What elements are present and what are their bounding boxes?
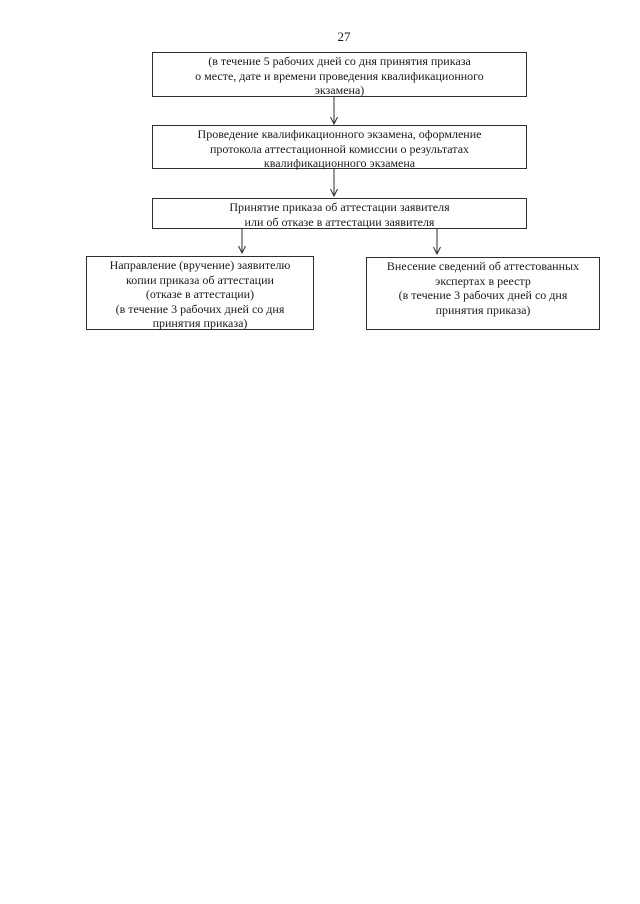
flow-box-attestation-order: Принятие приказа об аттестации заявителя… [152, 198, 527, 229]
flow-box-order-copy-delivery: Направление (вручение) заявителю копии п… [86, 256, 314, 330]
arrow-down-icon [238, 229, 246, 255]
arrow-down-icon [433, 229, 441, 256]
flow-box-text: (в течение 5 рабочих дней со дня приняти… [195, 54, 484, 98]
flow-box-exam-conduct: Проведение квалификационного экзамена, о… [152, 125, 527, 171]
flow-box-text: Направление (вручение) заявителю копии п… [109, 258, 291, 331]
flow-box-text: Проведение квалификационного экзамена, о… [197, 127, 482, 171]
flow-box-registry-entry: Внесение сведений об аттестованных экспе… [366, 257, 600, 330]
flow-box-text: Принятие приказа об аттестации заявителя… [229, 200, 450, 229]
page-number: 27 [337, 29, 351, 44]
flow-box-text: Внесение сведений об аттестованных экспе… [386, 259, 580, 317]
flow-box-exam-notice-period: (в течение 5 рабочих дней со дня приняти… [152, 52, 527, 97]
arrow-down-icon [330, 169, 338, 198]
arrow-down-icon [330, 97, 338, 126]
